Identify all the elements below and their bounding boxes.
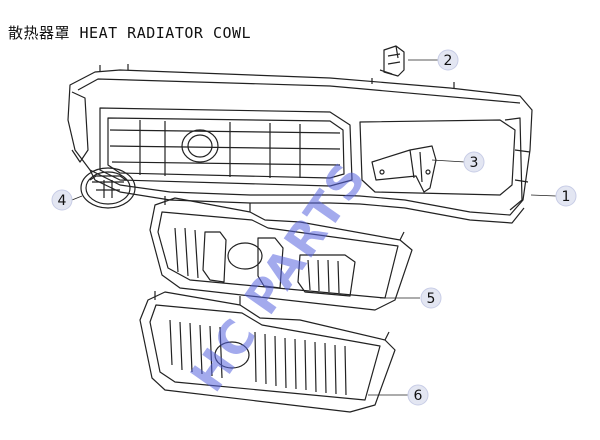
callout-3: 3 [463,151,485,173]
callout-5: 5 [420,287,442,309]
callout-6-label: 6 [414,388,423,404]
watermark: HC PARTS [180,151,378,401]
diagram-title: 散热器罩 HEAT RADIATOR COWL [8,24,252,42]
callout-4: 4 [51,189,73,211]
part-2-clip [379,45,405,77]
part-3-bracket [371,145,437,193]
callout-4-label: 4 [58,193,67,209]
callout-6: 6 [407,384,429,406]
callout-2: 2 [437,49,459,71]
part-4-emblem [80,167,136,209]
part-6-grille [139,291,396,413]
callout-5-label: 5 [427,291,436,307]
leader-lines [71,59,557,396]
part-1-grille-frame [67,64,533,224]
callout-1: 1 [555,185,577,207]
callout-2-label: 2 [444,53,453,69]
callout-1-label: 1 [562,189,571,205]
callout-3-label: 3 [470,155,479,171]
